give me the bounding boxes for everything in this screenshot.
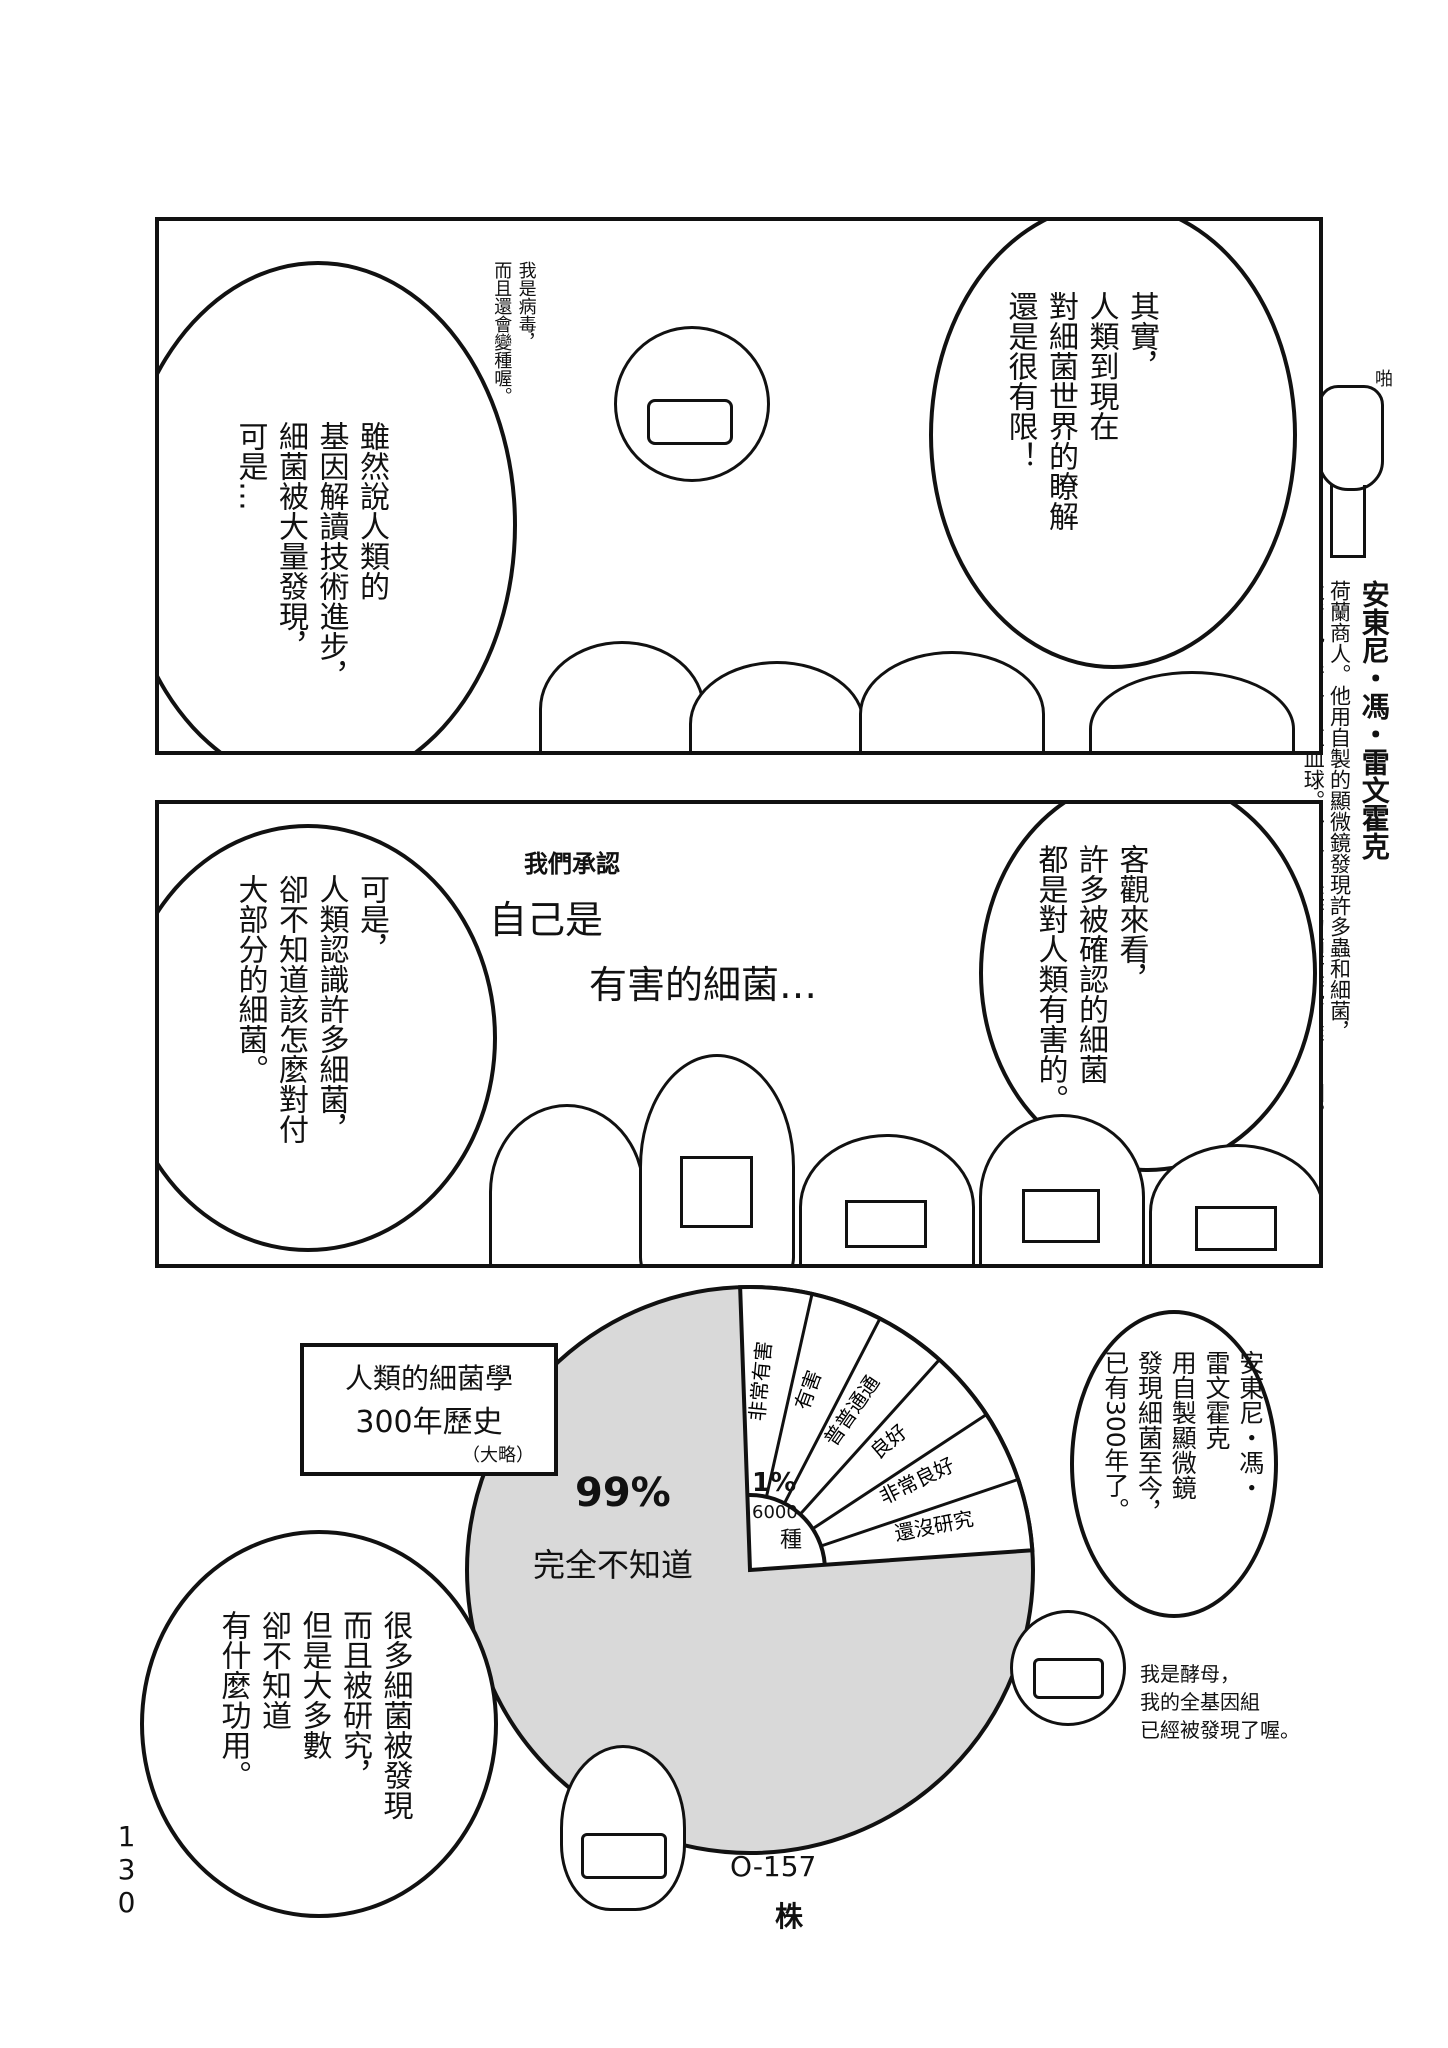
pie-divider: [764, 1293, 814, 1498]
speech-text-left: 可是， 人類認識許多細菌， 卻不知道該怎麼對付 大部分的細菌。: [232, 874, 390, 1144]
pie-known-pct: 1%: [752, 1468, 797, 1498]
speech-bubble-left: [140, 1530, 498, 1918]
pie-unknown-pct: 99%: [575, 1470, 671, 1516]
panel-2: 客觀來看， 許多被確認的細菌 都是對人類有害的。 可是， 人類認識許多細菌， 卻…: [155, 800, 1323, 1268]
pie-divider: [783, 1317, 882, 1505]
crowd-bacterium: [799, 1134, 975, 1264]
pie-divider: [811, 1413, 988, 1531]
speech-text-right: 其實， 人類到現在 對細菌世界的瞭解 還是很有限！: [1002, 291, 1160, 531]
title-line-3: （大略）: [462, 1445, 534, 1466]
speech-bubble-left: [159, 261, 517, 751]
microscope-handle: [1330, 485, 1366, 558]
pie-inner-arc: [747, 1493, 827, 1565]
title-box: 人類的細菌學 300年歷史 （大略）: [300, 1343, 558, 1476]
crowd-bacterium: [859, 651, 1045, 751]
crowd-bacterium: [1149, 1144, 1319, 1264]
o157-unit: 株: [775, 1900, 804, 1933]
pie-known-unit: 種: [780, 1528, 803, 1553]
crowd-bacterium: [539, 641, 705, 751]
speech-bubble-right: [979, 804, 1317, 1172]
caption-line-2: 自己是: [489, 898, 604, 942]
yeast-note: 我是酵母， 我的全基因組 已經被發現了喔。: [1140, 1662, 1300, 1742]
virus-character: [614, 326, 770, 482]
caption-line-1: 我們承認: [524, 850, 620, 878]
crowd-bacterium: [489, 1104, 645, 1264]
virus-note: 我是病毒， 而且還會變種喔。: [491, 261, 537, 405]
crowd-bacterium: [639, 1054, 795, 1264]
pie-category-dividers: [764, 1293, 1019, 1548]
panel-1: 其實， 人類到現在 對細菌世界的瞭解 還是很有限！ 雖然說人類的 基因解讀技術進…: [155, 217, 1323, 755]
sfx-text: 啪: [1375, 369, 1393, 390]
pie-unknown-label: 完全不知道: [533, 1546, 694, 1584]
speech-bubble-right: [1070, 1310, 1278, 1618]
pie-divider: [820, 1478, 1019, 1548]
pie-divider: [799, 1358, 941, 1516]
speech-text-right: 客觀來看， 許多被確認的細菌 都是對人類有害的。: [1032, 844, 1149, 1114]
o157-label: O-157: [730, 1850, 817, 1883]
speech-text-left: 很多細菌被發現 而且被研究， 但是大多數 卻不知道 有什麼功用。: [215, 1610, 413, 1820]
sidebar-name: 安東尼・馮・雷文霍克: [1357, 580, 1391, 860]
speech-bubble-right: [929, 221, 1297, 669]
caption-line-3: 有害的細菌…: [589, 963, 818, 1007]
crowd-bacterium: [1089, 671, 1295, 751]
bacteria-pie-chart: 非常有害有害普普通通良好非常良好還沒研究: [465, 1285, 1035, 1855]
yeast-character: [1010, 1610, 1126, 1726]
speech-text-right: 安東尼・馮・ 雷文霍克 用自製顯微鏡 發現細菌至今， 已有300年了。: [1100, 1350, 1265, 1525]
page-number: 130: [110, 1820, 143, 1919]
title-line-1: 人類的細菌學: [344, 1362, 513, 1395]
title-line-2: 300年歷史: [355, 1405, 503, 1440]
crowd-bacterium: [689, 661, 865, 751]
speech-text-left: 雖然說人類的 基因解讀技術進步， 細菌被大量發現， 可是…: [232, 421, 390, 691]
o157-character: [560, 1745, 686, 1911]
pie-known-count: 6000: [752, 1502, 798, 1523]
speech-bubble-left: [159, 824, 497, 1252]
microscope-illustration: [1318, 385, 1384, 491]
crowd-bacterium: [979, 1114, 1145, 1264]
